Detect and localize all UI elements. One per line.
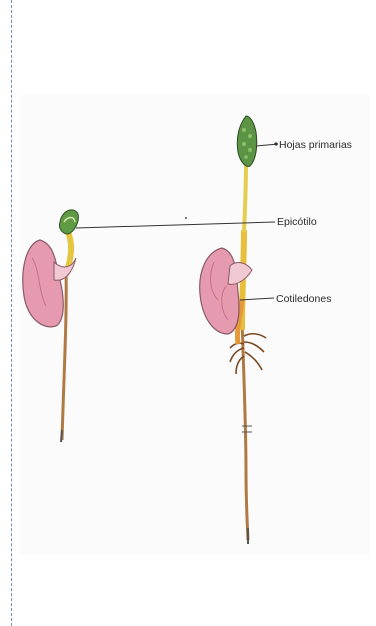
early-seedling-root-tip <box>61 430 62 442</box>
label-epicotyl: Epicótilo <box>277 216 317 228</box>
speck-mark <box>185 217 187 219</box>
label-cotyledons: Cotiledones <box>276 293 331 305</box>
older-seedling-epicotyl <box>244 160 246 232</box>
label-primary-leaves: Hojas primarias <box>279 139 352 151</box>
scan-background <box>20 95 370 555</box>
leader-dot-primary-leaves <box>274 142 277 145</box>
